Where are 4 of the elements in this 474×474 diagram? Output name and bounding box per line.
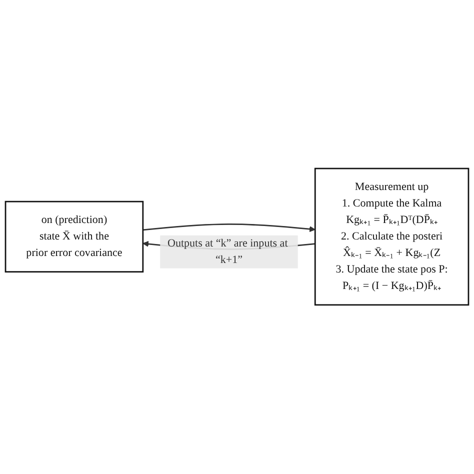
arrow bbox=[142, 224, 316, 232]
node-box: Measurement up 1. Compute the Kalma Kgₖ₊₁ = P̄ₖ₊₁Dᵀ(DP̄ₖ₊ 2. Calculate the posteri X̂ₖ₋₁ = X̄ₖ₋₁ + Kgₖ₋₁(Z 3. Update the state pos P: Pₖ₊₁ = (I − Kgₖ₊₁D)P̄ₖ₊ bbox=[314, 168, 470, 306]
node-box: on (prediction) state X̄ with the prior error covariance bbox=[4, 201, 144, 273]
edge-label: Outputs at “k” are inputs at “k+1” bbox=[167, 238, 288, 266]
